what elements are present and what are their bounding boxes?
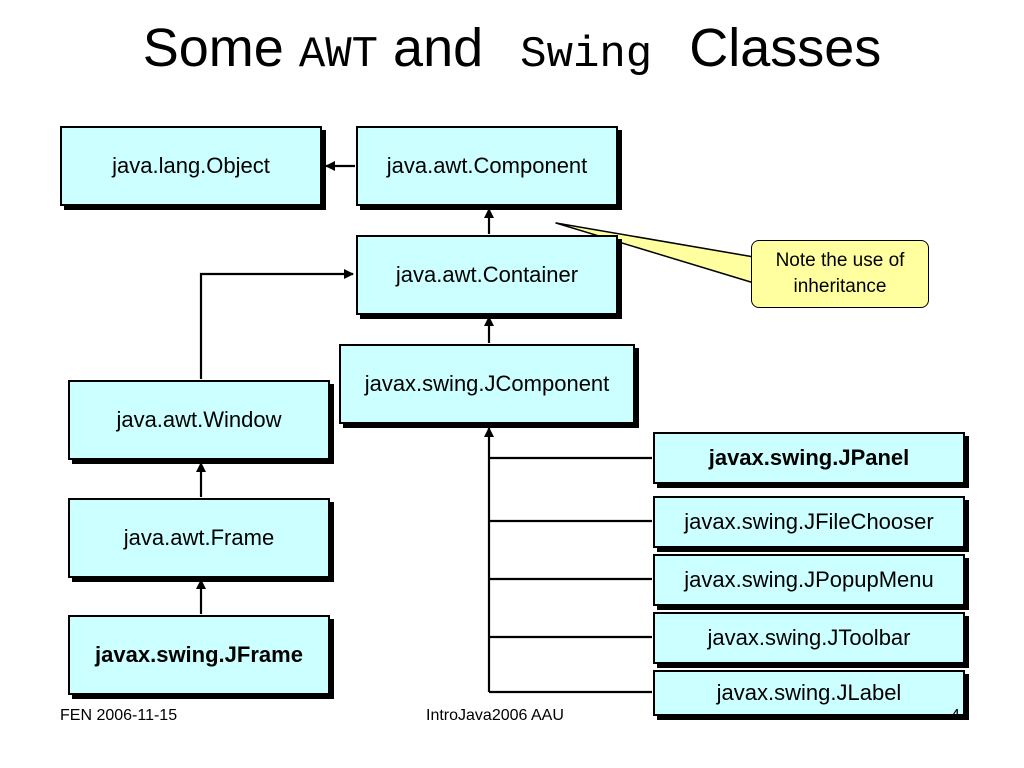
footer-course: IntroJava2006 AAU xyxy=(426,707,564,724)
class-box-jlabel: javax.swing.JLabel xyxy=(653,670,965,716)
slide-title: Some AWT and Swing Classes xyxy=(0,14,1024,89)
footer-page-number: 4 xyxy=(951,707,960,724)
class-box-jfilechooser: javax.swing.JFileChooser xyxy=(653,496,965,548)
class-box-window: java.awt.Window xyxy=(68,380,330,460)
class-box-jpanel: javax.swing.JPanel xyxy=(653,432,965,484)
class-box-frame: java.awt.Frame xyxy=(68,498,330,578)
title-part-awt: AWT xyxy=(298,30,379,80)
footer-date: FEN 2006-11-15 xyxy=(60,707,178,724)
class-box-container: java.awt.Container xyxy=(356,235,618,315)
title-part-swing: Swing xyxy=(520,30,653,80)
class-box-jcomponent: javax.swing.JComponent xyxy=(339,344,635,424)
title-part-and: and xyxy=(393,18,484,78)
class-box-jpopupmenu: javax.swing.JPopupMenu xyxy=(653,554,965,606)
class-box-jframe: javax.swing.JFrame xyxy=(68,615,330,695)
edge-window-container xyxy=(199,269,354,379)
title-part-classes: Classes xyxy=(689,18,882,78)
inheritance-callout: Note the use of inheritance xyxy=(751,240,929,308)
class-box-component: java.awt.Component xyxy=(356,126,618,206)
class-box-object: java.lang.Object xyxy=(60,126,322,206)
class-box-jtoolbar: javax.swing.JToolbar xyxy=(653,612,965,664)
title-part-some: Some xyxy=(142,18,284,78)
